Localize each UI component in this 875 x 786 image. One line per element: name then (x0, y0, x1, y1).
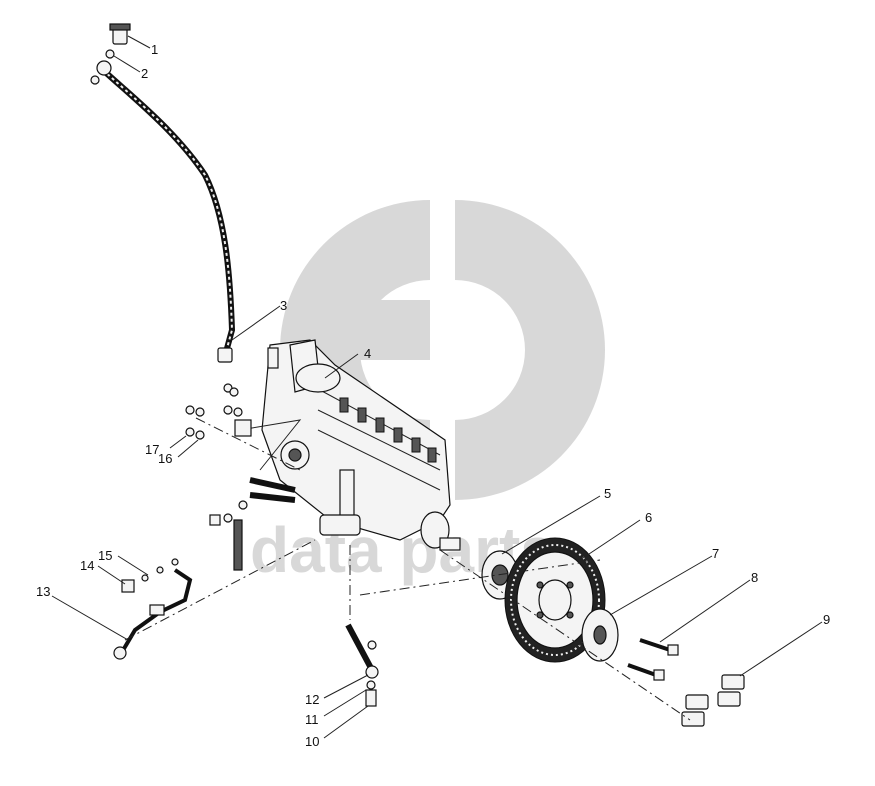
leader-lines (51, 35, 823, 739)
callout-numbers: 1 2 3 4 5 6 7 8 9 10 11 12 13 14 15 16 1… (36, 42, 830, 749)
fuel-line (100, 67, 236, 363)
callout-17: 17 (145, 442, 159, 457)
callout-13: 13 (36, 584, 50, 599)
bottom-rod (345, 623, 379, 707)
callout-5: 5 (604, 486, 611, 501)
oil-line (113, 558, 193, 660)
assembly-axes (124, 417, 691, 721)
bolts (627, 638, 745, 727)
callout-15: 15 (98, 548, 112, 563)
callout-6: 6 (645, 510, 652, 525)
callout-8: 8 (751, 570, 758, 585)
callout-4: 4 (364, 346, 371, 361)
banjo-bolt (90, 23, 131, 85)
callout-16: 16 (158, 451, 172, 466)
linkage-parts (185, 383, 302, 571)
callout-9: 9 (823, 612, 830, 627)
callout-1: 1 (151, 42, 158, 57)
drive-gear (504, 537, 606, 663)
callout-12: 12 (305, 692, 319, 707)
callout-11: 11 (305, 712, 319, 727)
flange-plate (581, 608, 619, 662)
callout-10: 10 (305, 734, 319, 749)
injection-pump (261, 339, 461, 551)
callout-7: 7 (712, 546, 719, 561)
callout-14: 14 (80, 558, 94, 573)
callout-3: 3 (280, 298, 287, 313)
callout-2: 2 (141, 66, 148, 81)
